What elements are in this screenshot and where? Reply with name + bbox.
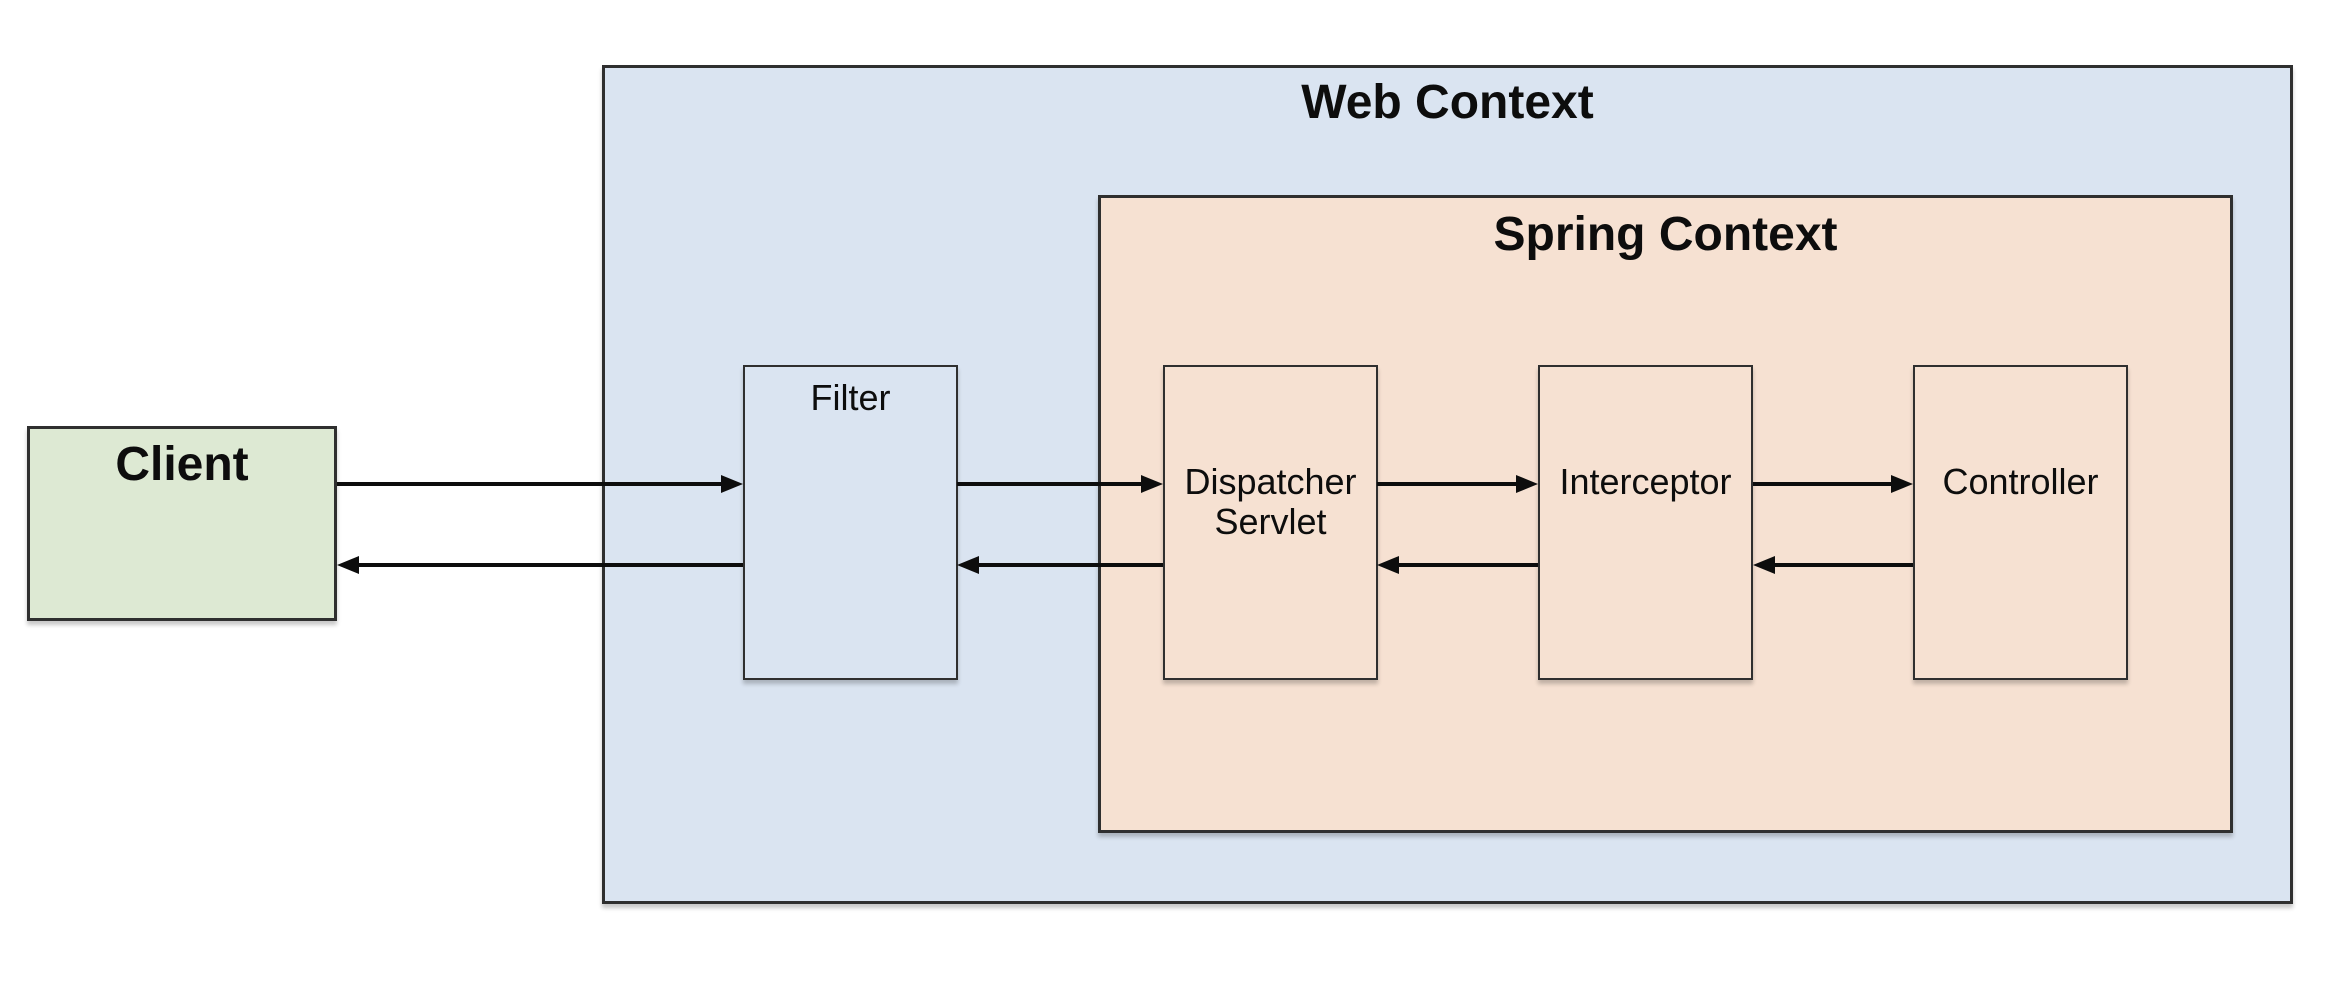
client-box: Client (27, 426, 337, 621)
spring-context-container: Spring Context Dispatcher Servlet Interc… (1098, 195, 2233, 833)
controller-box: Controller (1913, 365, 2128, 680)
controller-label: Controller (1942, 461, 2099, 502)
arrow-shaft (1753, 482, 1897, 486)
interceptor-label: Interceptor (1559, 461, 1732, 502)
dispatcher-servlet-box: Dispatcher Servlet (1163, 365, 1378, 680)
arrow-shaft (1393, 563, 1538, 567)
arrowhead-left-icon (1377, 556, 1399, 574)
arrow-shaft (957, 482, 1147, 486)
web-context-title: Web Context (1301, 76, 1594, 129)
arrow-dispatcher-to-filter (957, 556, 1163, 574)
arrow-shaft (353, 563, 743, 567)
arrowhead-right-icon (1141, 475, 1163, 493)
filter-label: Filter (810, 377, 891, 418)
arrow-interceptor-to-controller (1753, 475, 1913, 493)
arrowhead-right-icon (721, 475, 743, 493)
arrow-filter-to-dispatcher (957, 475, 1163, 493)
arrow-controller-to-interceptor (1753, 556, 1913, 574)
arrow-dispatcher-to-interceptor (1377, 475, 1538, 493)
arrowhead-left-icon (1753, 556, 1775, 574)
interceptor-box: Interceptor (1538, 365, 1753, 680)
spring-context-title: Spring Context (1493, 208, 1838, 261)
client-label: Client (115, 438, 249, 491)
arrow-shaft (1377, 482, 1522, 486)
arrow-client-to-filter (337, 475, 743, 493)
filter-box: Filter (743, 365, 958, 680)
arrow-filter-to-client (337, 556, 743, 574)
arrowhead-left-icon (957, 556, 979, 574)
arrow-shaft (1769, 563, 1913, 567)
dispatcher-servlet-label: Dispatcher Servlet (1184, 461, 1357, 542)
arrow-interceptor-to-dispatcher (1377, 556, 1538, 574)
arrow-shaft (337, 482, 727, 486)
arrowhead-right-icon (1516, 475, 1538, 493)
arrowhead-left-icon (337, 556, 359, 574)
arrowhead-right-icon (1891, 475, 1913, 493)
arrow-shaft (973, 563, 1163, 567)
web-context-container: Web Context Filter Spring Context Dispat… (602, 65, 2293, 904)
